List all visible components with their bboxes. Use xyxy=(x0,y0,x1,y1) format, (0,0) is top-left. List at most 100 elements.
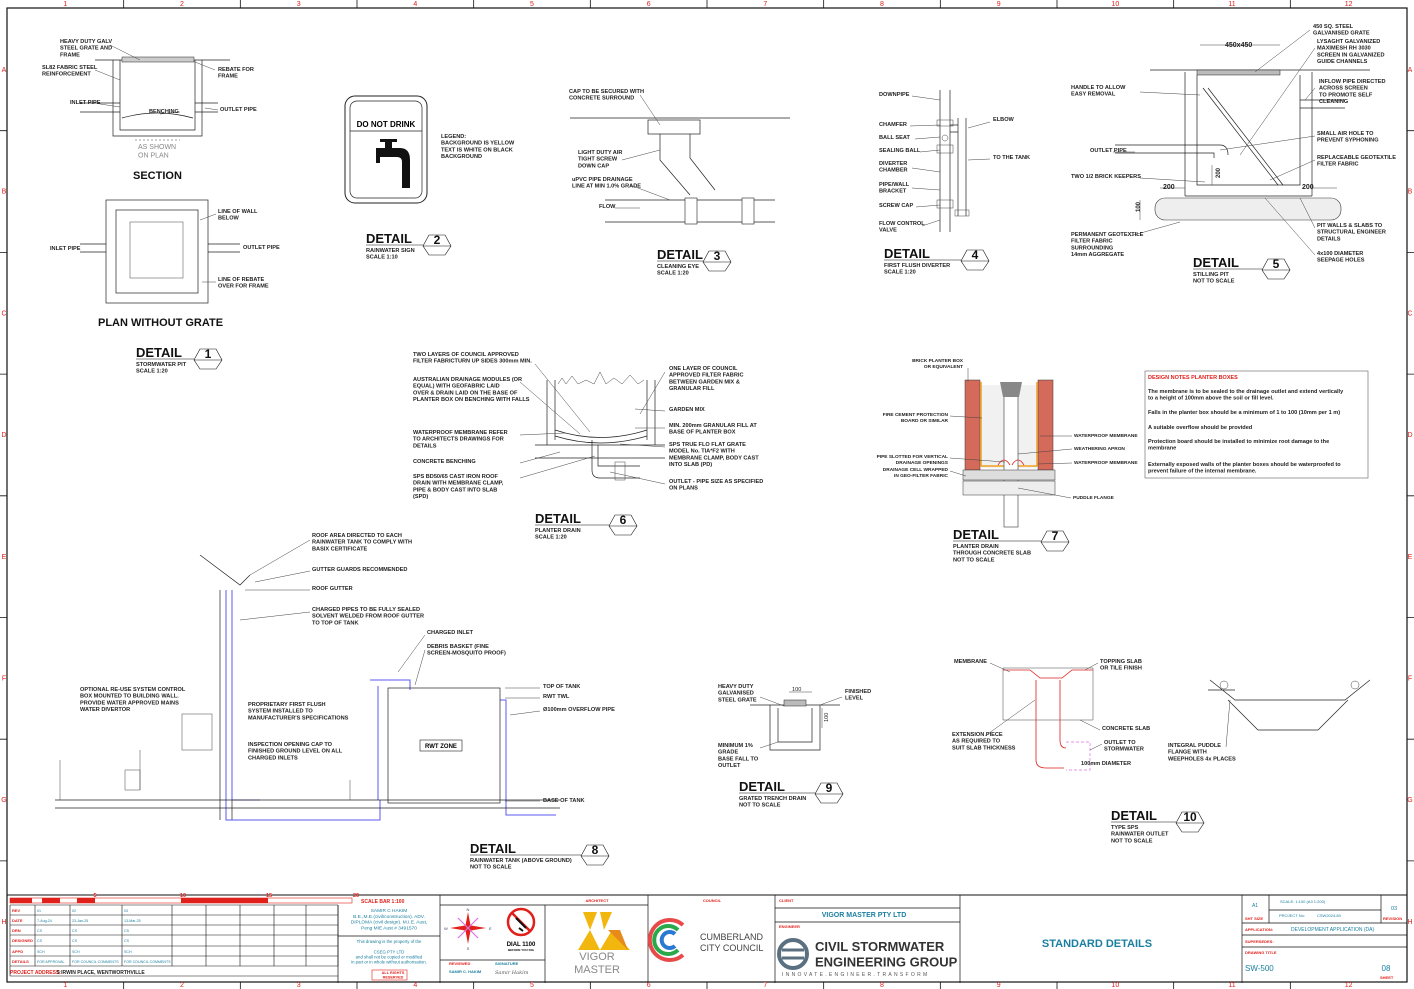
design-note: A suitable overflow should be provided xyxy=(1148,425,1253,431)
label: BASE OF TANK xyxy=(543,798,585,804)
label: BALL SEAT xyxy=(879,135,910,141)
detail-number-hexagon xyxy=(1175,811,1205,833)
svg-text:N: N xyxy=(467,907,470,912)
grid-column-label: 3 xyxy=(297,982,301,989)
detail-number: 2 xyxy=(434,233,441,247)
tap-icon xyxy=(376,139,410,188)
label: OUTLET PIPE xyxy=(243,245,280,251)
project-address-label: PROJECT ADDRESS: xyxy=(10,970,61,976)
design-notes-title: DESIGN NOTES PLANTER BOXES xyxy=(1148,375,1238,381)
svg-text:BEFORE YOU DIG: BEFORE YOU DIG xyxy=(508,948,535,952)
detail-heading: DETAIL xyxy=(366,231,412,246)
grid-column-label: 8 xyxy=(880,982,884,989)
scale-bar-tick: 10 xyxy=(180,893,186,899)
drawing-name: STANDARD DETAILS xyxy=(1042,938,1152,950)
dimension: 450x450 xyxy=(1225,42,1252,49)
detail-number: 10 xyxy=(1183,810,1197,824)
project-no: CSW2024.80 xyxy=(1317,913,1342,918)
revision-cell: SCH xyxy=(124,950,132,954)
grid-column-label: 2 xyxy=(180,1,184,8)
copyright-notice: This drawing is the property of the CSEG… xyxy=(351,939,427,965)
design-note: Falls in the planter box should be a min… xyxy=(1148,410,1340,416)
detail-heading: DETAIL xyxy=(1193,255,1239,270)
revision-cell: 01 xyxy=(37,909,41,913)
detail-number-hexagon xyxy=(960,249,990,271)
label: CHARGED INLET xyxy=(427,630,474,636)
grid-column-label: 11 xyxy=(1228,1,1235,8)
section-title: SECTION xyxy=(133,170,182,182)
dimension: 100 xyxy=(1136,201,1142,212)
grid-row-label: G xyxy=(1407,797,1412,804)
detail-number-hexagon xyxy=(702,250,732,272)
design-note: Externally exposed walls of the planter … xyxy=(1148,462,1341,475)
label: TO THE TANK xyxy=(993,155,1030,161)
detail-number-hexagon xyxy=(193,348,223,370)
scale-bar-label: SCALE BAR 1:100 xyxy=(361,899,405,905)
label: WATERPROOF MEMBRANE xyxy=(1074,433,1138,439)
revision-cell: SCH xyxy=(37,950,45,954)
revision-label: REVISION xyxy=(1383,916,1402,921)
label: MEMBRANE xyxy=(954,659,987,665)
grid-column-label: 12 xyxy=(1345,982,1353,989)
detail-number: 3 xyxy=(714,249,721,263)
grid-column-label: 9 xyxy=(997,982,1001,989)
detail-heading: DETAIL xyxy=(1111,808,1157,823)
grid-row-label: F xyxy=(1408,676,1412,683)
scale: SCALE: 1:100 (A3 1:200) xyxy=(1280,899,1326,904)
grid-row-label: E xyxy=(1408,554,1413,561)
svg-text:E: E xyxy=(489,926,492,931)
detail-4-first-flush-diverter: DOWNPIPE CHAMFER BALL SEAT SEALING BALL … xyxy=(879,90,1030,234)
revision-cell: CS xyxy=(124,939,130,943)
council-label: COUNCIL xyxy=(703,898,722,903)
signature: Samir Hakim xyxy=(495,970,529,976)
label: CONCRETE BENCHING xyxy=(413,459,476,465)
detail-number-hexagon xyxy=(422,234,452,256)
grid-row-label: C xyxy=(1,310,6,317)
architect-label: ARCHITECT xyxy=(585,898,609,903)
engineer-label: ENGINEER xyxy=(779,924,800,929)
label: TOP OF TANK xyxy=(543,684,580,690)
detail-number-hexagon xyxy=(1261,258,1291,280)
grid-row-label: H xyxy=(1,919,6,926)
design-notes-box: DESIGN NOTES PLANTER BOXES The membrane … xyxy=(1144,370,1369,479)
revision-cell: 02 xyxy=(72,909,76,913)
revision-cell: FOR COUNCIL COMMENTS xyxy=(124,960,171,964)
grid-column-label: 2 xyxy=(180,982,184,989)
label: RWT TWL xyxy=(543,694,570,700)
sign-text: DO NOT DRINK xyxy=(357,120,416,129)
label: 100mm DIAMETER xyxy=(1081,761,1131,767)
revision-cell: 7-Aug-24 xyxy=(37,919,52,923)
revision-cell: FOR COUNCIL COMMENTS xyxy=(72,960,119,964)
detail-number: 8 xyxy=(592,843,599,857)
grid-row-label: D xyxy=(1407,432,1412,439)
label: FLOW xyxy=(599,204,616,210)
